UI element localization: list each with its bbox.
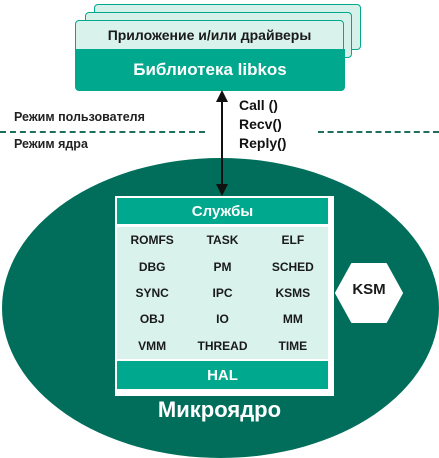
mode-separator-left xyxy=(0,131,205,133)
service-romfs: ROMFS xyxy=(130,233,174,248)
syscall-reply: Reply() xyxy=(239,135,287,151)
service-sched: SCHED xyxy=(271,259,314,274)
services-title: Службы xyxy=(117,198,328,224)
service-elf: ELF xyxy=(281,233,305,248)
syscall-call: Call () xyxy=(239,97,278,113)
service-vmm: VMM xyxy=(138,338,167,353)
mode-separator-right xyxy=(318,131,439,133)
user-mode-label: Режим пользователя xyxy=(14,110,145,124)
kernel-mode-label: Режим ядра xyxy=(14,137,88,151)
service-pm: PM xyxy=(213,259,232,274)
service-ipc: IPC xyxy=(212,285,233,300)
service-task: TASK xyxy=(206,233,239,248)
services-grid: ROMFS TASK ELF DBG PM SCHED SYNC IPC KSM… xyxy=(117,227,328,359)
service-dbg: DBG xyxy=(138,259,166,274)
service-time: TIME xyxy=(278,338,308,353)
service-mm: MM xyxy=(282,312,303,327)
syscall-recv: Recv() xyxy=(239,116,282,132)
syscall-double-arrow-icon xyxy=(216,90,228,196)
app-layer-title: Приложение и/или драйверы xyxy=(75,20,344,50)
microkernel-title: Микроядро xyxy=(157,397,282,422)
libkos-library-box: Библиотека libkos xyxy=(75,49,345,91)
ksm-label: KSM xyxy=(352,281,386,298)
service-io: IO xyxy=(216,312,229,327)
hal-block: HAL xyxy=(117,361,328,389)
service-sync: SYNC xyxy=(135,285,169,300)
ksm-hexagon-icon xyxy=(335,263,403,323)
service-obj: OBJ xyxy=(139,312,165,327)
service-thread: THREAD xyxy=(197,338,248,353)
service-ksms: KSMS xyxy=(275,285,311,300)
